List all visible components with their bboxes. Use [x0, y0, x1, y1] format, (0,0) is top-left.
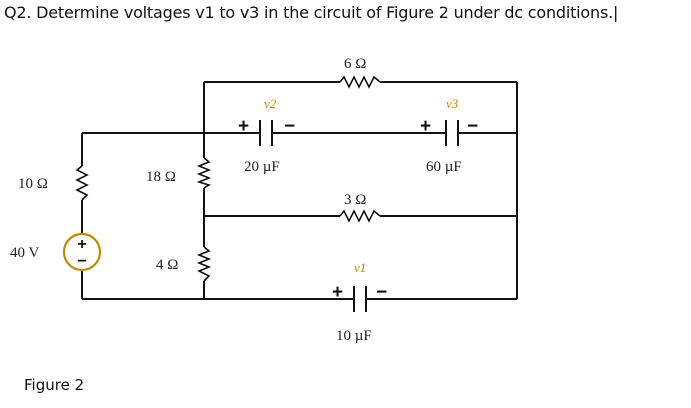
label-60uf: 60 µF	[426, 159, 462, 175]
v1-plus-sign: +	[332, 282, 343, 303]
source-minus-sign: −	[77, 253, 86, 270]
voltage-label-v1: v1	[354, 260, 366, 275]
source-plus-sign: +	[77, 236, 86, 253]
v2-plus-sign: +	[238, 116, 249, 137]
resistor-3-ohm	[339, 209, 381, 223]
resistor-10-ohm	[75, 165, 89, 201]
label-40v: 40 V	[10, 245, 39, 261]
v3-plus-sign: +	[420, 116, 431, 137]
v2-minus-sign: −	[284, 116, 295, 137]
capacitor-20uf	[259, 120, 273, 146]
figure-caption: Figure 2	[24, 376, 85, 394]
label-10uf: 10 µF	[336, 328, 372, 344]
label-4-ohm: 4 Ω	[156, 257, 178, 273]
voltage-label-v3: v3	[446, 96, 459, 111]
resistors	[75, 75, 381, 282]
label-10-ohm: 10 Ω	[18, 176, 48, 192]
voltage-source-40v: + −	[62, 232, 102, 272]
capacitors	[259, 120, 459, 312]
label-6-ohm: 6 Ω	[344, 56, 366, 72]
label-18-ohm: 18 Ω	[146, 169, 176, 185]
label-3-ohm: 3 Ω	[344, 192, 366, 208]
capacitor-10uf	[353, 286, 367, 312]
wires	[81, 81, 518, 300]
resistor-18-ohm	[196, 157, 212, 189]
source-ring	[62, 232, 102, 272]
v1-minus-sign: −	[376, 282, 387, 303]
capacitor-60uf	[445, 120, 459, 146]
resistor-4-ohm	[196, 246, 212, 282]
resistor-6-ohm	[339, 75, 381, 89]
v3-minus-sign: −	[467, 116, 478, 137]
question-text: Q2. Determine voltages v1 to v3 in the c…	[4, 3, 619, 22]
label-20uf: 20 µF	[244, 159, 280, 175]
voltage-label-v2: v2	[264, 96, 277, 111]
